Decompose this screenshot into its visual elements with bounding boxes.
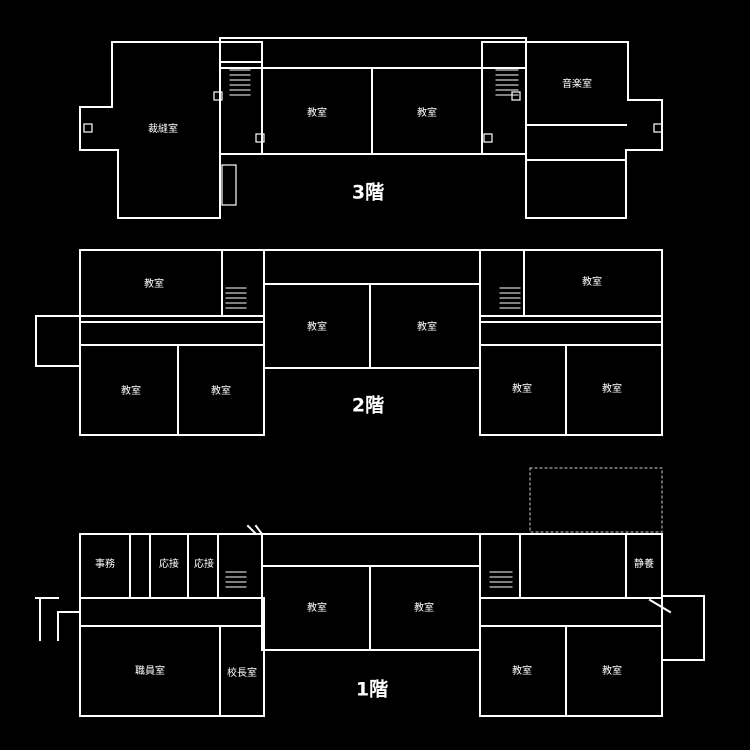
second-floor-right-stair-area (479, 249, 525, 317)
first-floor-small-room-1 (129, 533, 151, 599)
first-floor-quiet-room (625, 533, 663, 599)
first-floor-principal-room (219, 625, 265, 717)
first-floor-right-large-room (519, 533, 627, 599)
first-floor-right-entrance (661, 595, 705, 661)
first-floor-quiet-room-label: 静養 (634, 559, 654, 570)
first-floor-principal-room-label: 校長室 (227, 668, 257, 679)
third-floor-classroom-a-label: 教室 (307, 108, 327, 119)
first-floor-title: 1階 (355, 678, 389, 701)
third-floor-title: 3階 (351, 181, 385, 204)
second-floor-lower-right-b-label: 教室 (602, 384, 622, 395)
third-floor-craft-room-label: 裁縫室 (148, 124, 178, 135)
first-floor-dotted-area (529, 467, 663, 533)
first-floor-reception-a-label: 応接 (159, 559, 179, 570)
first-floor-center-a-label: 教室 (307, 603, 327, 614)
first-floor-left-stair-area (217, 533, 263, 599)
second-floor-lower-left-b-room (177, 344, 265, 436)
second-floor-plan (35, 249, 663, 436)
first-floor-lower-right-a-label: 教室 (512, 666, 532, 677)
second-floor-upper-right-label: 教室 (582, 277, 602, 288)
third-floor-corridor (219, 37, 527, 69)
second-floor-title: 2階 (351, 394, 385, 417)
second-floor-lower-left-b-label: 教室 (211, 386, 231, 397)
first-floor-plan (35, 467, 705, 717)
third-floor-classroom-b-label: 教室 (417, 108, 437, 119)
first-floor-reception-b-label: 応接 (194, 559, 214, 570)
first-floor-lower-right-b-label: 教室 (602, 666, 622, 677)
second-floor-left-stair-area (221, 249, 265, 317)
first-floor-center-b-label: 教室 (414, 603, 434, 614)
third-floor-music-room-label: 音楽室 (562, 79, 592, 90)
second-floor-center-b-room (369, 283, 481, 369)
second-floor-lower-right-b-room (565, 344, 663, 436)
second-floor-center-a-label: 教室 (307, 322, 327, 333)
second-floor-lower-right-a-label: 教室 (512, 384, 532, 395)
second-floor-upper-left-label: 教室 (144, 279, 164, 290)
second-floor-center-b-label: 教室 (417, 322, 437, 333)
second-floor-upper-right-room (523, 249, 663, 317)
first-floor-right-stair-area (479, 533, 521, 599)
second-floor-lower-left-a-label: 教室 (121, 386, 141, 397)
first-floor-lower-right-b-room (565, 625, 663, 717)
first-floor-staff-room-label: 職員室 (135, 666, 165, 677)
second-floor-left-annex (35, 315, 81, 367)
first-floor-office-label: 事務 (95, 559, 115, 570)
third-floor-right-block-outline (525, 41, 663, 219)
third-floor-plan (79, 37, 663, 219)
